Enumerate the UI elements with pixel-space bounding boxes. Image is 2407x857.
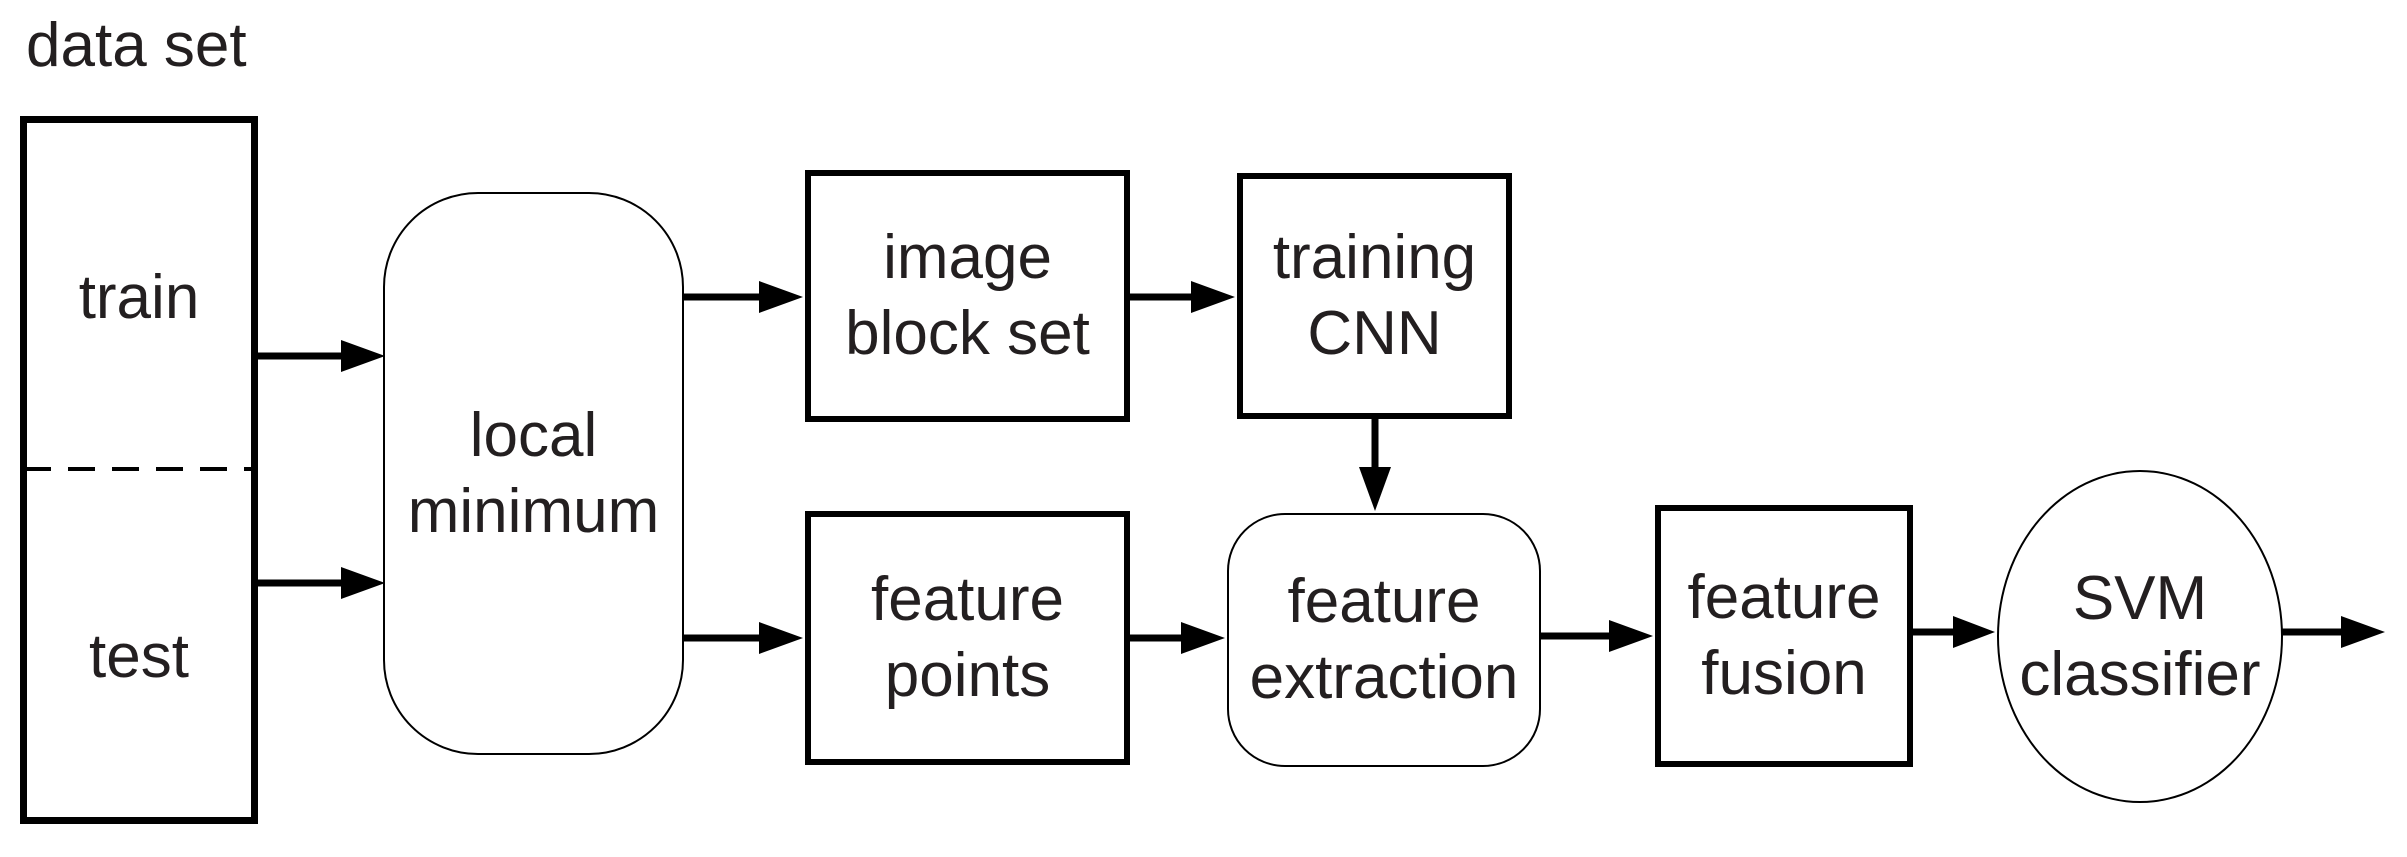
node-image-block-set-label-line2: block set <box>845 299 1090 368</box>
node-svm-classifier-label-line1: SVM <box>2072 563 2208 633</box>
arrow-feature-fusion-to-svm-classifier <box>1911 616 1995 648</box>
arrow-svm-classifier-output <box>2281 616 2385 648</box>
node-training-cnn-label-line2: CNN <box>1307 299 1442 368</box>
node-local-minimum: local minimum <box>383 192 684 755</box>
node-svm-classifier: SVM classifier <box>1997 470 2283 803</box>
node-feature-points: feature points <box>805 511 1130 765</box>
node-feature-extraction: feature extraction <box>1227 513 1541 767</box>
node-svm-classifier-label-line2: classifier <box>2019 639 2261 709</box>
node-feature-fusion-label-line1: feature <box>1687 563 1881 632</box>
dataset-train-region: train <box>78 263 200 332</box>
node-local-minimum-label-line2: minimum <box>407 476 660 546</box>
dataset-title: data set <box>26 11 247 80</box>
dataset-box: train test <box>20 116 258 824</box>
arrow-feature-extraction-to-feature-fusion <box>1539 620 1653 652</box>
node-local-minimum-label-line1: local <box>469 400 598 470</box>
dataset-test-region: test <box>89 622 189 691</box>
node-feature-points-label-line1: feature <box>870 565 1065 634</box>
node-image-block-set-label-line1: image <box>883 223 1052 292</box>
node-training-cnn-label-line1: training <box>1272 223 1477 292</box>
node-feature-extraction-label-line1: feature <box>1287 567 1481 636</box>
arrow-train-to-local-minimum <box>256 340 385 372</box>
node-feature-fusion: feature fusion <box>1655 505 1913 767</box>
node-feature-fusion-label-line2: fusion <box>1701 639 1867 708</box>
node-training-cnn: training CNN <box>1237 173 1512 419</box>
arrow-training-cnn-to-feature-extraction <box>1359 417 1391 511</box>
node-feature-points-label-line2: points <box>884 641 1051 710</box>
arrow-local-minimum-to-image-block-set <box>682 281 803 313</box>
node-feature-extraction-label-line2: extraction <box>1249 643 1519 712</box>
arrow-feature-points-to-feature-extraction <box>1128 622 1225 654</box>
node-image-block-set: image block set <box>805 170 1130 422</box>
arrow-test-to-local-minimum <box>256 567 385 599</box>
arrow-image-block-set-to-training-cnn <box>1128 281 1235 313</box>
arrow-local-minimum-to-feature-points <box>682 622 803 654</box>
